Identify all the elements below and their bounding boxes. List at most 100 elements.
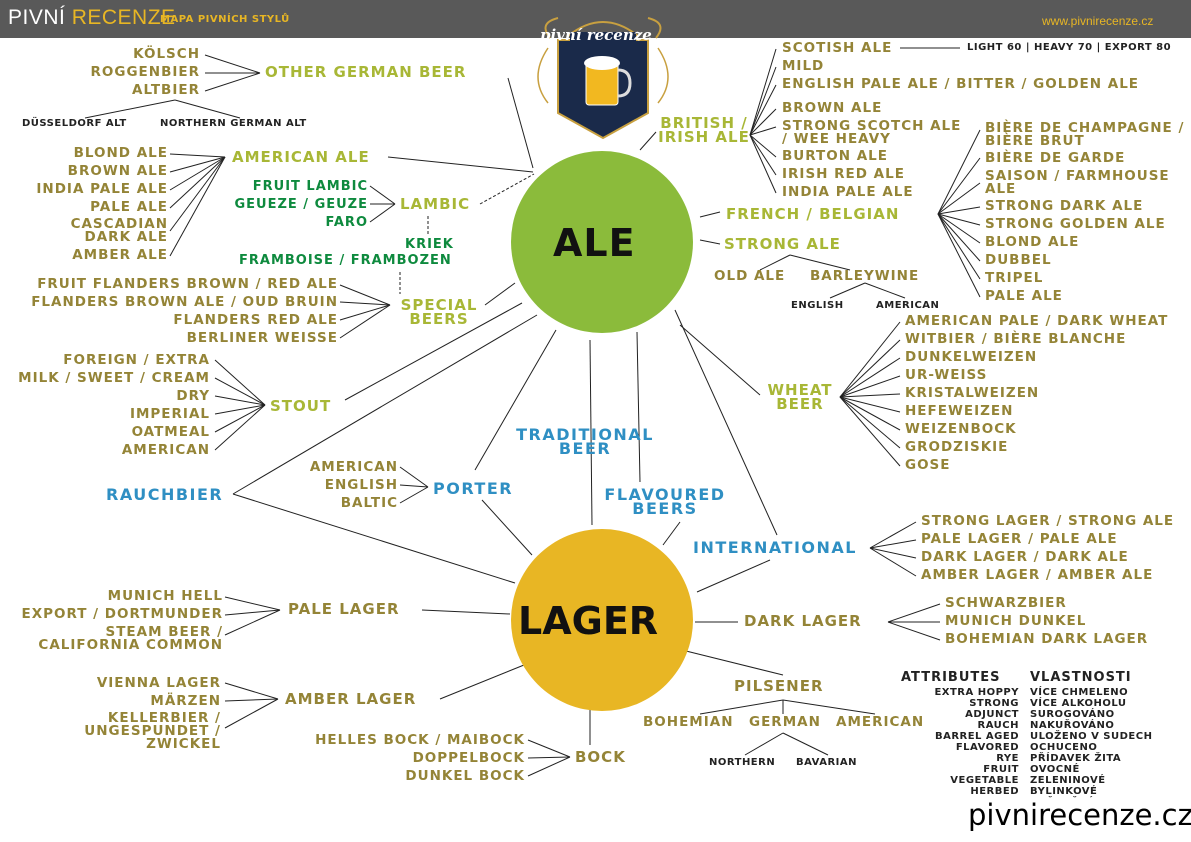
- attribute-en: EXTRA HOPPY: [934, 687, 1019, 698]
- bock-item: HELLES BOCK / MAIBOCK: [315, 732, 525, 748]
- special-beer-item: FLANDERS RED ALE: [173, 312, 338, 328]
- pale-lager-item: STEAM BEER / CALIFORNIA COMMON: [38, 624, 223, 653]
- strong-ale-label: STRONG ALE: [724, 235, 841, 253]
- attribute-cz: BYLINKOVÉ: [1030, 786, 1098, 797]
- framboise-label: FRAMBOISE / FRAMBOZEN: [239, 253, 452, 268]
- wheat-item: DUNKELWEIZEN: [905, 349, 1038, 365]
- other-german-item: KÖLSCH: [133, 46, 200, 62]
- porter-item: BALTIC: [340, 495, 398, 511]
- attribute-en: VEGETABLE: [950, 775, 1019, 786]
- footer-url: pivnirecenze.cz: [962, 798, 1191, 832]
- lambic-item: GEUEZE / GEUZE: [234, 197, 368, 212]
- british-item: BURTON ALE: [782, 148, 888, 164]
- attributes-heading-cz: VLASTNOSTI: [1030, 670, 1132, 685]
- special-beer-item: FLANDERS BROWN ALE / OUD BRUIN: [31, 294, 338, 310]
- other-german-beer-label: OTHER GERMAN BEER: [265, 63, 467, 81]
- special-beers-label: SPECIAL BEERS: [400, 296, 478, 328]
- british-item: INDIA PALE ALE: [782, 184, 914, 200]
- special-beer-item: BERLINER WEISSE: [186, 330, 338, 346]
- site-url[interactable]: www.pivnirecenze.cz: [1042, 14, 1154, 28]
- map-subtitle: MAPA PIVNÍCH STYLŮ: [160, 14, 290, 25]
- pilsener-item: GERMAN: [749, 714, 821, 730]
- brand-a: PIVNÍ: [8, 6, 66, 29]
- french-item: STRONG DARK ALE: [985, 198, 1144, 214]
- pilsener-item: AMERICAN: [836, 714, 925, 730]
- strong-ale-item: BARLEYWINE: [810, 268, 920, 284]
- lambic-item: FARO: [325, 215, 368, 230]
- rauchbier-label: RAUCHBIER: [106, 485, 224, 504]
- attribute-cz: SUROGOVÁNO: [1030, 709, 1115, 720]
- attribute-en: BARREL AGED: [934, 731, 1019, 742]
- lambic-item: FRUIT LAMBIC: [252, 179, 368, 194]
- amber-lager-item: KELLERBIER / UNGESPUNDET / ZWICKEL: [84, 710, 221, 752]
- french-item: SAISON / FARMHOUSE ALE: [985, 168, 1170, 197]
- flavoured-beers-label: FLAVOURED BEERS: [604, 485, 726, 518]
- international-item: PALE LAGER / PALE ALE: [921, 531, 1118, 547]
- amber-lager-item: VIENNA LAGER: [96, 675, 221, 691]
- strong-ale-item: OLD ALE: [714, 268, 786, 284]
- wheat-item: WEIZENBOCK: [905, 421, 1017, 437]
- british-item: BROWN ALE: [782, 100, 883, 116]
- french-item: STRONG GOLDEN ALE: [985, 216, 1166, 232]
- international-item: AMBER LAGER / AMBER ALE: [921, 567, 1154, 583]
- brand: PIVNÍ RECENZE: [8, 6, 176, 30]
- american-ale-item: PALE ALE: [90, 199, 168, 215]
- bock-item: DOPPELBOCK: [412, 750, 525, 766]
- wheat-item: KRISTALWEIZEN: [905, 385, 1040, 401]
- kriek-label: KRIEK: [405, 237, 454, 252]
- porter-label: PORTER: [433, 479, 514, 498]
- altbier-sub: DÜSSELDORF ALT: [22, 118, 127, 129]
- attribute-cz: OVOCNÉ: [1030, 764, 1080, 775]
- ale-label: ALE: [553, 221, 636, 265]
- porter-item: ENGLISH: [324, 477, 398, 493]
- french-item: BIÈRE DE GARDE: [985, 150, 1126, 166]
- dark-lager-item: BOHEMIAN DARK LAGER: [945, 631, 1149, 647]
- wheat-item: HEFEWEIZEN: [905, 403, 1014, 419]
- british-irish-ale-label: BRITISH / IRISH ALE: [658, 114, 750, 146]
- international-item: DARK LAGER / DARK ALE: [921, 549, 1129, 565]
- attribute-cz: VÍCE ALKOHOLU: [1030, 698, 1127, 709]
- french-item: PALE ALE: [985, 288, 1063, 304]
- stout-item: OATMEAL: [131, 424, 210, 440]
- attribute-en: RAUCH: [977, 720, 1019, 731]
- pale-lager-label: PALE LAGER: [288, 600, 400, 618]
- stout-item: DRY: [176, 388, 210, 404]
- attribute-en: FRUIT: [983, 764, 1019, 775]
- french-item: BIÈRE DE CHAMPAGNE / BIÈRE BRUT: [985, 120, 1185, 149]
- german-pils-sub: NORTHERN: [709, 757, 776, 768]
- logo-text: pivní recenze: [540, 26, 652, 44]
- brand-b: RECENZE: [71, 6, 176, 29]
- other-german-item: ALTBIER: [132, 82, 200, 98]
- attribute-en: STRONG: [969, 698, 1019, 709]
- attribute-cz: OCHUCENO: [1030, 742, 1098, 753]
- pale-lager-item: MUNICH HELL: [107, 588, 223, 604]
- british-item: IRISH RED ALE: [782, 166, 905, 182]
- attribute-cz: PŘÍDAVEK ŽITA: [1030, 753, 1122, 764]
- porter-item: AMERICAN: [309, 459, 398, 475]
- british-item: STRONG SCOTCH ALE / WEE HEAVY: [782, 118, 962, 147]
- french-belgian-label: FRENCH / BELGIAN: [726, 205, 900, 223]
- stout-label: STOUT: [270, 397, 332, 415]
- lager-label: LAGER: [518, 599, 659, 643]
- american-ale-item: BLOND ALE: [73, 145, 168, 161]
- international-label: INTERNATIONAL: [693, 538, 857, 557]
- scotish-ale-sub: LIGHT 60 | HEAVY 70 | EXPORT 80: [967, 42, 1172, 53]
- french-item: TRIPEL: [985, 270, 1044, 286]
- wheat-item: GRODZISKIE: [905, 439, 1009, 455]
- international-item: STRONG LAGER / STRONG ALE: [921, 513, 1175, 529]
- british-item: SCOTISH ALE: [782, 40, 893, 56]
- stout-item: FOREIGN / EXTRA: [63, 352, 210, 368]
- stout-item: AMERICAN: [121, 442, 210, 458]
- header-bar: PIVNÍ RECENZE MAPA PIVNÍCH STYLŮ www.piv…: [0, 0, 1191, 38]
- attributes-heading-en: ATTRIBUTES: [901, 670, 1001, 685]
- lambic-label: LAMBIC: [400, 195, 471, 213]
- attribute-cz: ULOŽENO V SUDECH: [1030, 731, 1153, 742]
- wheat-item: AMERICAN PALE / DARK WHEAT: [905, 313, 1169, 329]
- stout-item: MILK / SWEET / CREAM: [18, 370, 210, 386]
- amber-lager-label: AMBER LAGER: [285, 690, 417, 708]
- american-ale-item: INDIA PALE ALE: [36, 181, 168, 197]
- german-pils-sub: BAVARIAN: [796, 757, 858, 768]
- special-beer-item: FRUIT FLANDERS BROWN / RED ALE: [37, 276, 338, 292]
